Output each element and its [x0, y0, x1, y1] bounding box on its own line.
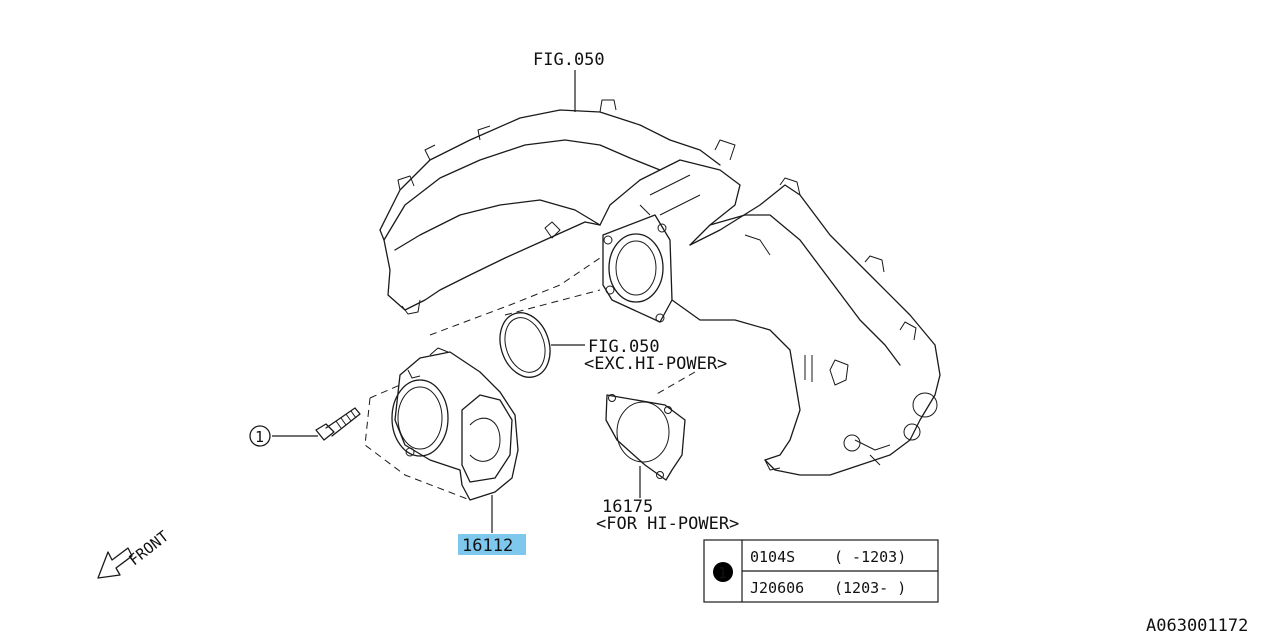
- for-hi-power-label: <FOR HI-POWER>: [596, 514, 739, 534]
- callout-1-circle: [249, 425, 271, 447]
- front-label: FRONT: [125, 527, 172, 569]
- exc-hi-power-label: <EXC.HI-POWER>: [584, 354, 727, 374]
- diagram-id: A063001172: [1146, 616, 1248, 636]
- o-ring-gasket: [499, 312, 551, 378]
- front-arrow-icon: [97, 547, 133, 579]
- table-row-2-range: (1203- ): [834, 579, 906, 597]
- callout-1-label[interactable]: 1: [255, 428, 264, 446]
- intake-manifold: [379, 99, 941, 476]
- table-row-2-part[interactable]: J20606: [750, 579, 804, 597]
- throttle-body: [391, 347, 519, 501]
- part-16112-highlight: [458, 534, 526, 555]
- fig-050-top-label[interactable]: FIG.050: [533, 50, 605, 70]
- table-row-1-range: ( -1203): [834, 548, 906, 566]
- callout-reference-table: [703, 539, 939, 603]
- part-16112-label[interactable]: 16112: [462, 536, 513, 556]
- flange-gasket: [605, 394, 686, 481]
- front-direction-indicator: FRONT: [97, 527, 172, 579]
- fig-050-mid-label[interactable]: FIG.050: [588, 337, 660, 357]
- part-16175-label[interactable]: 16175: [602, 497, 653, 517]
- table-callout-label: 1: [718, 564, 727, 582]
- assembly-guide-lines: [364, 257, 696, 501]
- table-row-1-part[interactable]: 0104S: [750, 548, 795, 566]
- bolt: [315, 407, 361, 441]
